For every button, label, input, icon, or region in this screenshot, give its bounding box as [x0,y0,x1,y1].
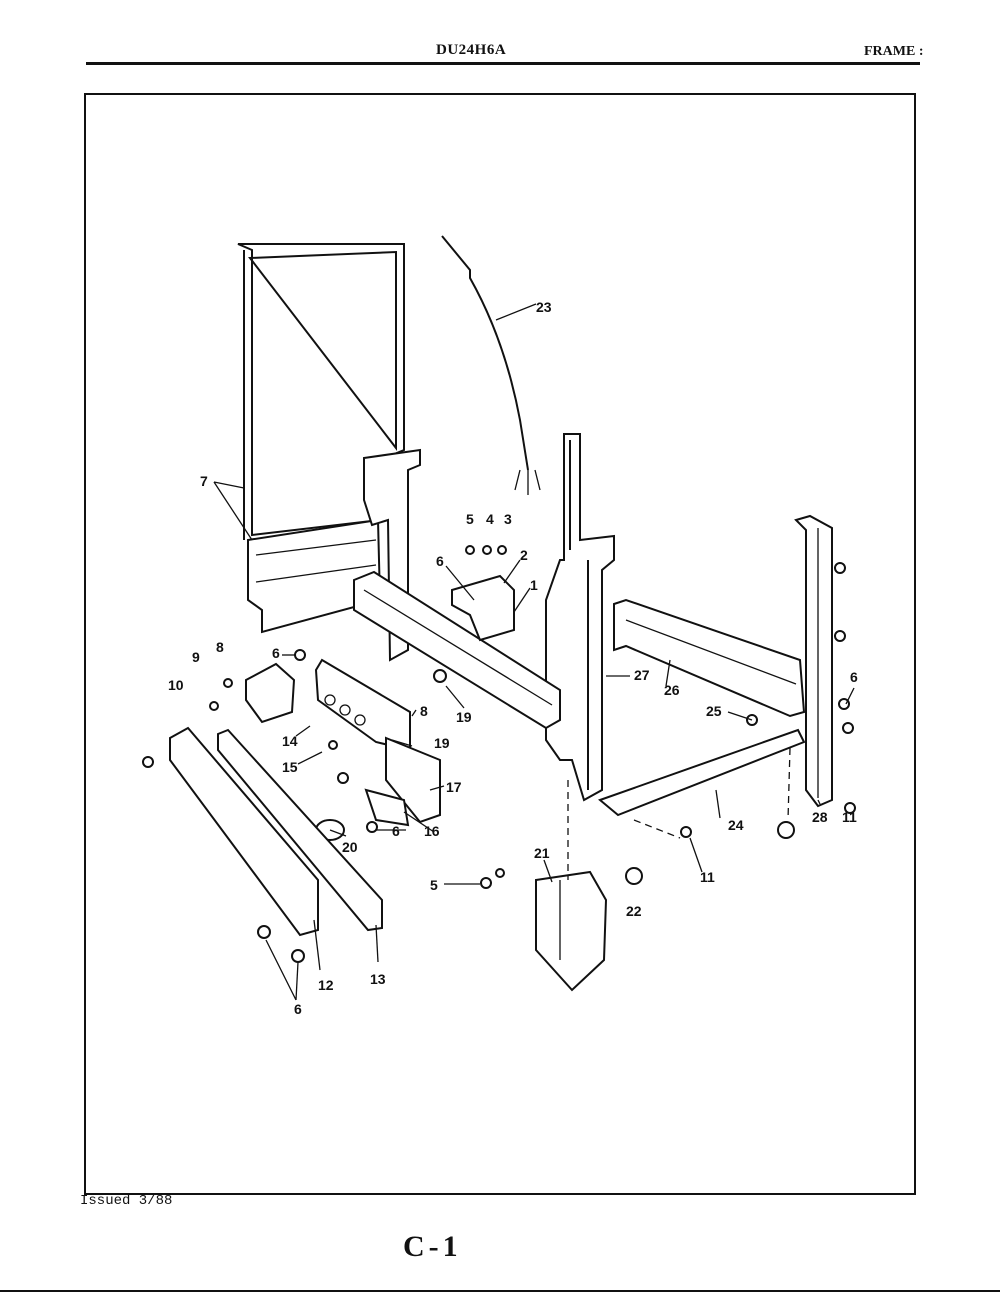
part-12-13-kick-panels [169,726,383,937]
label-25: 25 [706,703,722,719]
label-21: 21 [534,845,550,861]
label-24: 24 [728,817,744,833]
label-11-right: 11 [842,809,857,825]
label-3: 3 [504,511,512,527]
label-2: 2 [520,547,528,563]
part-number-labels: 23 7 5 4 3 6 2 1 6 8 9 10 27 26 6 25 8 1… [168,299,858,1017]
label-6-bracket: 6 [436,553,444,569]
label-17: 17 [446,779,462,795]
label-8-mid: 8 [420,703,428,719]
label-7: 7 [200,473,208,489]
label-28: 28 [812,809,828,825]
label-12: 12 [318,977,334,993]
part-8-switch [245,662,296,724]
label-15: 15 [282,759,298,775]
label-22: 22 [626,903,642,919]
label-20: 20 [342,839,358,855]
label-1: 1 [530,577,538,593]
issued-date: Issued 3/88 [80,1193,173,1209]
label-16: 16 [424,823,440,839]
header-rule [86,62,920,65]
part-24-front-rail [598,728,806,817]
part-21-valve [535,870,608,992]
label-23: 23 [536,299,552,315]
part-28-right-upright [794,514,833,808]
part-26-side-rail [613,598,806,718]
label-14: 14 [282,733,298,749]
part-14-17-control-panel [314,658,441,827]
cross-rail [353,570,561,730]
label-6-right: 6 [850,669,858,685]
label-4: 4 [486,511,494,527]
label-6-control: 6 [392,823,400,839]
label-11-lower: 11 [700,869,715,885]
page-code: C-1 [403,1230,462,1263]
section-title: FRAME : [864,44,924,59]
alignment-lines [567,747,791,880]
diagram-border [84,93,916,1195]
part-23-power-cord [441,235,541,495]
label-6-upper-left: 6 [272,645,280,661]
label-5-top: 5 [466,511,474,527]
label-9: 9 [192,649,200,665]
leader-lines [213,303,855,1001]
bottom-rule [0,1290,1000,1292]
label-10: 10 [168,677,184,693]
label-26: 26 [664,682,680,698]
label-6-bottom: 6 [294,1001,302,1017]
label-19-upper: 19 [456,709,472,725]
fasteners [142,545,856,963]
label-13: 13 [370,971,386,987]
label-5-lower: 5 [430,877,438,893]
part-7-side-panel [237,243,405,634]
label-27: 27 [634,667,650,683]
model-number: DU24H6A [436,42,507,58]
label-19-lower: 19 [434,735,450,751]
label-8-upper: 8 [216,639,224,655]
